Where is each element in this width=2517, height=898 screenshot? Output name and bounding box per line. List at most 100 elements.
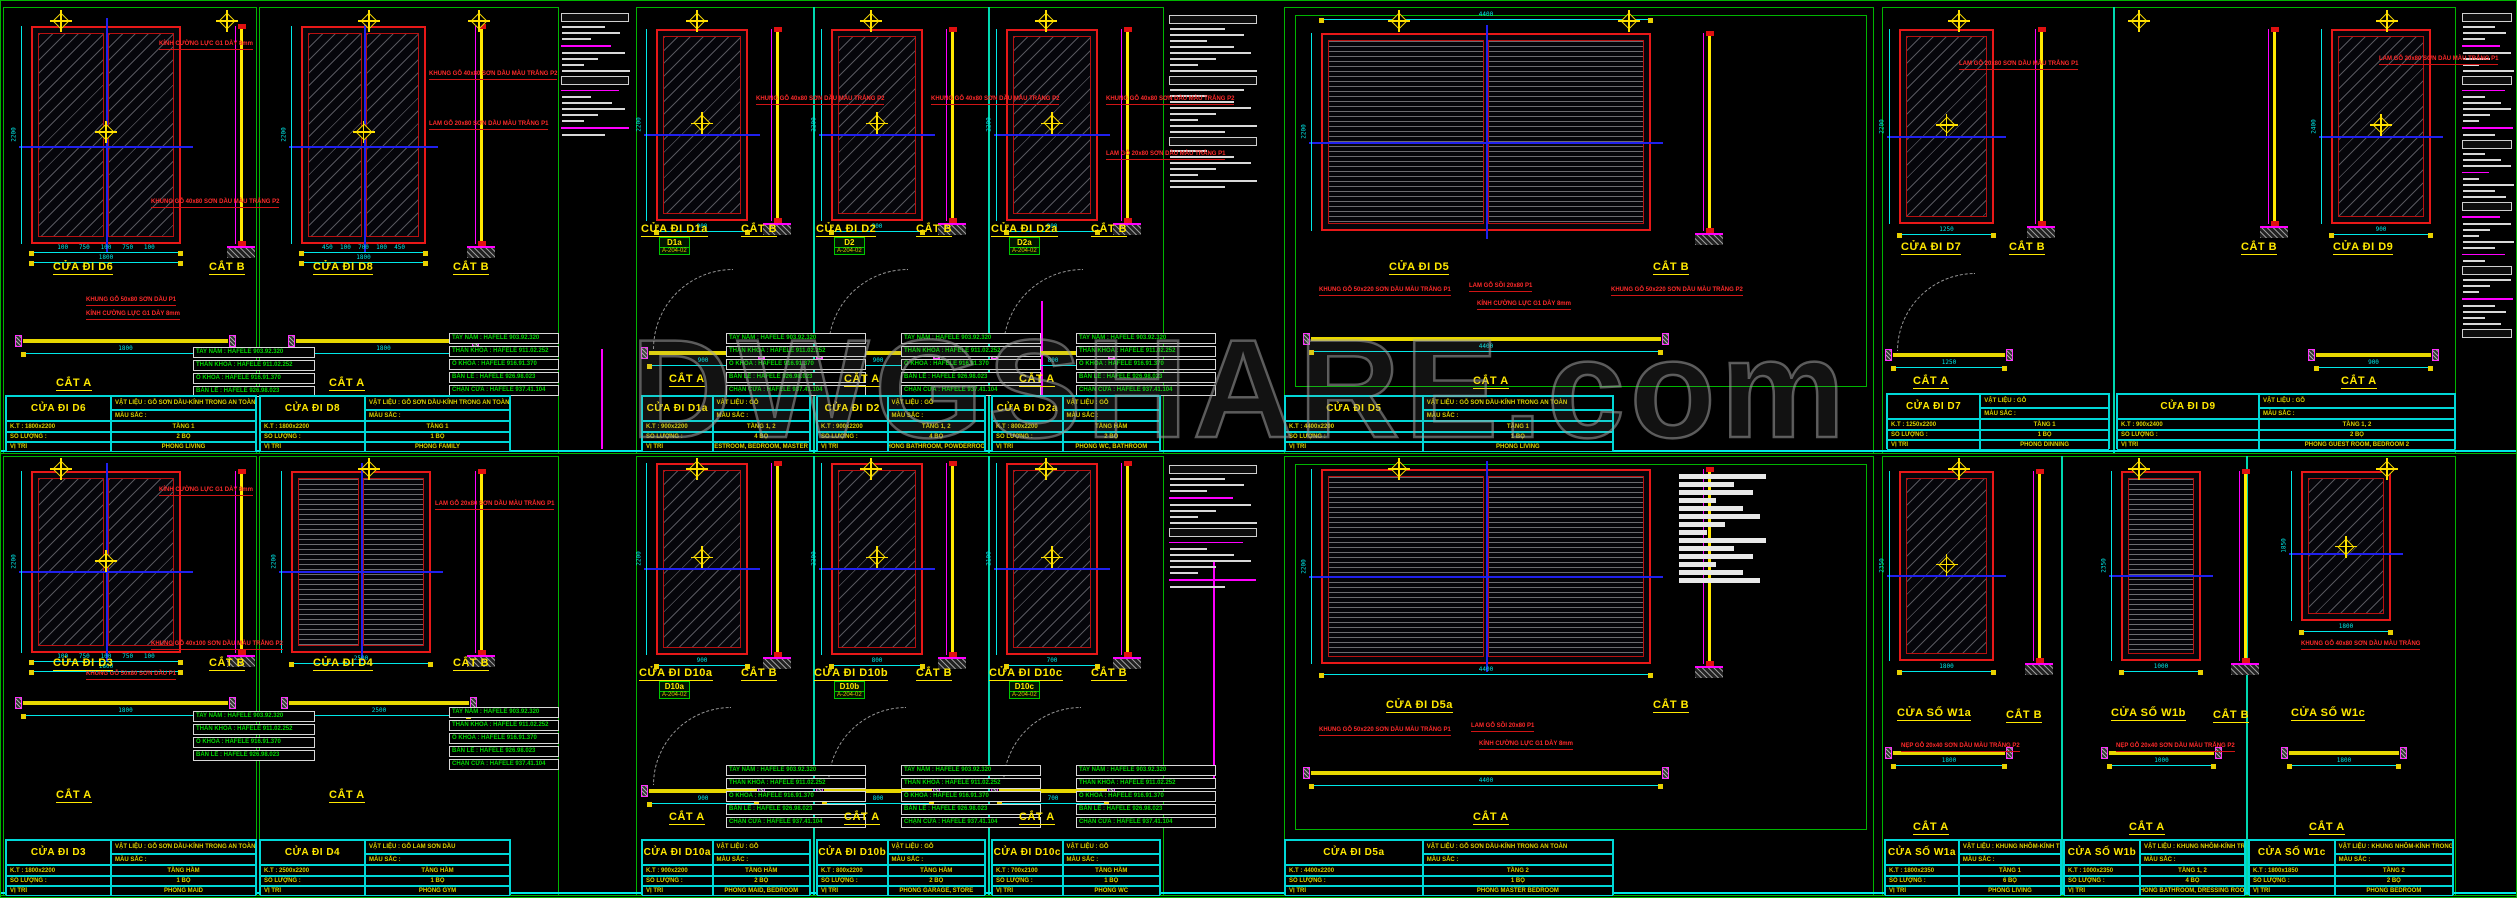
plan-view-bar: [15, 697, 236, 709]
label-section-b: CẮT B: [453, 261, 490, 275]
section-tick: [1124, 218, 1132, 223]
dimension-tick: [2388, 629, 2393, 635]
table-loc-label: VỊ TRÍ: [642, 886, 713, 896]
note-line: [2462, 266, 2512, 275]
dimension-text: 2350: [2100, 558, 2108, 573]
hardware-spec-line: BẢN LỀ : HAFELE 926.98.023: [901, 372, 1041, 383]
note-line: [1169, 15, 1257, 24]
table-loc: PHÒNG DINNING: [1980, 440, 2109, 450]
dimension-line: [2291, 471, 2292, 621]
note-line: [1169, 579, 1257, 581]
note-line: [1170, 490, 1207, 492]
section-marker-crossbar: [2128, 20, 2150, 22]
dimension-text: 1800: [118, 707, 133, 714]
section-strip: [233, 469, 249, 655]
note-line: [562, 38, 591, 40]
note-line: [562, 57, 598, 60]
hardware-spec-line: Ổ KHÓA : HAFELE 916.91.370: [193, 737, 315, 748]
dimension-tick: [1319, 17, 1324, 23]
dimension-text: 900: [697, 795, 709, 802]
wall-section: [2215, 747, 2222, 759]
note-line: [2463, 184, 2514, 186]
note-line: [2463, 57, 2490, 60]
material-callout: LAM GỖ SỒI 20x80 P1: [1471, 723, 1535, 732]
material-callout: KÍNH CƯỜNG LỰC G1 DÀY 8mm: [159, 487, 253, 496]
door-leaf: [2128, 478, 2194, 654]
wall-section: [2006, 747, 2013, 759]
plan-view-bar: [281, 697, 477, 709]
table-loc-label: VỊ TRÍ: [992, 442, 1063, 452]
dimension-line: [2314, 365, 2433, 371]
note-line: [2463, 164, 2511, 167]
wall-section: [641, 785, 648, 797]
table-door-name: CỬA ĐI D7: [1887, 394, 1981, 419]
section-marker-icon: [1948, 458, 1970, 480]
wall-section: [641, 347, 648, 359]
hardware-spec-line: TAY NẮM : HAFELE 903.92.320: [193, 347, 315, 358]
dimension-text: 1800: [98, 663, 114, 670]
note-line: [1170, 101, 1235, 103]
section-line-yellow: [2038, 471, 2041, 661]
wall-section: [1662, 767, 1669, 779]
note-line: [2462, 216, 2500, 218]
hardware-spec-line: TAY NẮM : HAFELE 903.92.320: [1076, 765, 1216, 776]
section-marker-crossbar: [1041, 122, 1063, 125]
table-material: VẬT LIỆU : KHUNG NHÔM-KÍNH TRONG AN TOÀN: [1958, 840, 2061, 854]
section-marker-icon: [866, 546, 888, 569]
note-line: [1679, 562, 1716, 567]
section-tick: [949, 27, 957, 32]
label-section-a: CẮT A: [329, 377, 365, 391]
section-marker-crossbar: [860, 468, 882, 470]
note-line: [2463, 279, 2511, 281]
door-tag-ref: A-204-02: [662, 692, 687, 698]
label-section-a: CẮT A: [669, 811, 705, 825]
table-floor: TẦNG HẦM: [887, 865, 985, 876]
label-section-b: CẮT B: [2213, 709, 2250, 723]
section-marker-crossbar: [2128, 468, 2150, 470]
section-tick: [2271, 221, 2279, 226]
table-color-label: MÀU SẮC :: [1422, 854, 1613, 865]
table-door-name: CỬA ĐI D4: [260, 840, 365, 865]
sheet-separator: [813, 7, 815, 454]
section-marker-crossbar: [1618, 20, 1640, 22]
dimension-text: 900: [697, 357, 709, 364]
table-qty: 1 BỘ: [1062, 876, 1160, 886]
dimension-tick: [29, 669, 34, 675]
notes-column: [2460, 9, 2514, 889]
wall-section: [1303, 767, 1310, 779]
dimension-line: [1004, 229, 1100, 235]
table-door-name: CỬA SỐ W1b: [2064, 840, 2141, 865]
table-size: K.T : 1800x2200: [6, 421, 111, 432]
table-floor: TẦNG 2: [1422, 865, 1613, 876]
plan-view-bar: [2101, 747, 2222, 759]
wall-section: [2432, 349, 2439, 361]
door-leaf: [1488, 476, 1644, 657]
section-line-magenta: [771, 463, 772, 655]
note-line: [2463, 38, 2485, 40]
hardware-spec-line: CHẶN CỬA : HAFELE 937.41.104: [901, 817, 1041, 828]
table-qty: 4 BỘ: [2140, 876, 2245, 886]
plan-view-bar: [1885, 747, 2013, 759]
note-line: [1170, 168, 1216, 170]
wall-section: [15, 697, 22, 709]
dimension-tick: [178, 659, 183, 665]
wall-section: [1662, 333, 1669, 345]
construction-line: [1887, 136, 2006, 139]
hardware-spec-line: TAY NẮM : HAFELE 903.92.320: [449, 707, 559, 718]
door-leaf: [1328, 40, 1484, 224]
table-color-label: MÀU SẮC :: [111, 854, 256, 865]
hardware-spec-line: CHẶN CỬA : HAFELE 937.41.104: [1076, 817, 1216, 828]
note-line: [2463, 102, 2501, 104]
note-line: [1679, 498, 1716, 503]
dimension-tick: [2287, 763, 2292, 769]
ground-hatch: [1695, 666, 1723, 678]
label-d5: CỬA ĐI D5: [1389, 261, 1450, 275]
hardware-spec-line: TAY NẮM : HAFELE 903.92.320: [449, 333, 559, 344]
table-qty-label: SỐ LƯỢNG :: [1885, 876, 1959, 886]
note-line: [1170, 572, 1198, 574]
table-loc: PHÒNG BATHROOM, DRESSING ROOM: [2140, 886, 2245, 896]
table-qty-label: SỐ LƯỢNG :: [992, 432, 1063, 442]
section-strip: [944, 27, 960, 223]
